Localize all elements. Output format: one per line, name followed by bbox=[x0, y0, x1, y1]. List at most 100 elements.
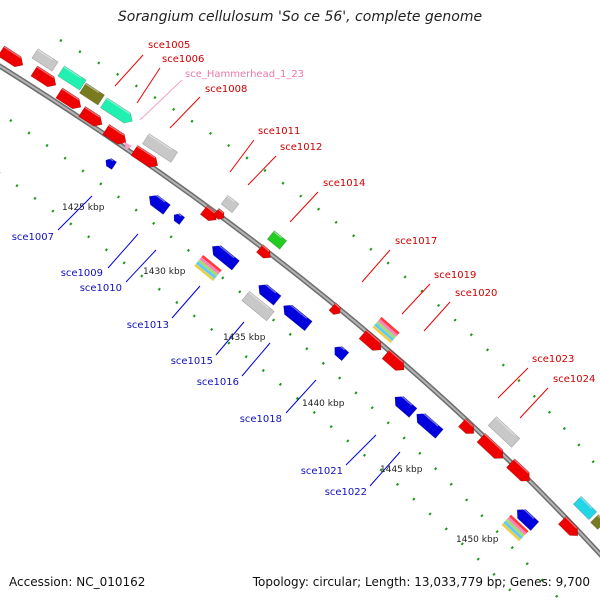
gene-f12 bbox=[457, 418, 475, 434]
gene-u01 bbox=[31, 48, 59, 72]
dotted-track-2 bbox=[9, 118, 561, 600]
gene-r03-shine bbox=[175, 211, 182, 217]
gene-striped-2-band-3 bbox=[376, 321, 396, 339]
gene-r08-shape bbox=[394, 396, 418, 418]
leader-fwd-sce1005 bbox=[114, 54, 144, 87]
gene-f03-shine bbox=[61, 88, 79, 101]
gene-f11-shape bbox=[381, 349, 405, 371]
gene-f11-shine bbox=[388, 349, 404, 363]
gene-r10-shine bbox=[520, 505, 535, 519]
gene-r08 bbox=[394, 392, 418, 418]
gene-f14 bbox=[505, 458, 530, 482]
genome-backbone bbox=[0, 63, 600, 558]
gene-f06-shine bbox=[136, 145, 156, 159]
gene-c02-shape bbox=[100, 97, 133, 124]
gene-r10 bbox=[516, 505, 540, 531]
gene-f14-shape bbox=[505, 458, 530, 482]
leader-fwd-sce1017 bbox=[361, 249, 391, 283]
scale-label-4: 1440 kbp bbox=[302, 399, 345, 409]
label-fwd-sce1023: sce1023 bbox=[532, 354, 574, 365]
gene-u05 bbox=[241, 290, 275, 322]
gene-r05-shape bbox=[258, 284, 282, 306]
gene-f05-shine bbox=[108, 124, 125, 136]
label-fwd-sce1005: sce1005 bbox=[148, 40, 190, 51]
gene-f12-shine bbox=[464, 418, 474, 427]
gene-u01-shine bbox=[37, 49, 53, 60]
gene-striped-3 bbox=[501, 514, 529, 542]
label-fwd-sce1012: sce1012 bbox=[280, 142, 322, 153]
leader-rna bbox=[139, 79, 183, 121]
gene-striped-2-band-2 bbox=[377, 318, 398, 337]
gene-f01 bbox=[0, 45, 24, 68]
gene-u03 bbox=[220, 194, 240, 214]
label-rev-sce1007: sce1007 bbox=[12, 232, 54, 243]
gene-f15-shine bbox=[564, 516, 578, 529]
dotted-track-3 bbox=[0, 172, 521, 600]
gene-r06 bbox=[283, 301, 313, 332]
leader-fwd-sce1024 bbox=[519, 387, 549, 419]
leader-fwd-sce1023 bbox=[497, 367, 529, 399]
gene-r05 bbox=[258, 281, 282, 306]
leader-fwd-sce1008 bbox=[169, 96, 201, 129]
gene-f05 bbox=[102, 124, 127, 145]
gene-striped-3-band-4 bbox=[503, 520, 523, 540]
gene-c02-shine bbox=[106, 98, 131, 115]
gene-f15-shape bbox=[557, 515, 579, 537]
gene-striped-1-band-2 bbox=[199, 257, 220, 275]
gene-f05-shape bbox=[102, 124, 127, 145]
gene-f03 bbox=[55, 87, 82, 110]
gene-f01-shine bbox=[3, 46, 21, 59]
gene-u01-shape bbox=[31, 48, 59, 72]
label-rev-sce1013: sce1013 bbox=[127, 320, 169, 331]
gene-r02-shape bbox=[148, 194, 171, 215]
leader-fwd-sce1012 bbox=[247, 155, 277, 186]
gene-u02 bbox=[142, 133, 178, 163]
gene-f07-shape bbox=[199, 205, 217, 222]
gene-f10 bbox=[358, 329, 382, 351]
label-fwd-sce1024: sce1024 bbox=[553, 374, 595, 385]
gene-u02-shine bbox=[148, 134, 173, 151]
gene-u04 bbox=[487, 416, 521, 448]
gene-c03 bbox=[572, 495, 598, 521]
scale-label-1: 1425 kbp bbox=[62, 203, 105, 213]
label-fwd-sce1019: sce1019 bbox=[434, 270, 476, 281]
gene-o02-shape bbox=[590, 514, 600, 530]
gene-striped-2-band-5 bbox=[372, 325, 393, 344]
gene-u02-shape bbox=[142, 133, 178, 163]
leader-fwd-sce1011 bbox=[229, 139, 255, 173]
gene-r06-shape bbox=[283, 304, 313, 332]
gene-f02-shine bbox=[36, 66, 54, 79]
gene-f09-shine bbox=[334, 303, 341, 309]
label-fwd-sce1011: sce1011 bbox=[258, 126, 300, 137]
rna-hammerhead bbox=[124, 142, 132, 150]
gene-f14-shine bbox=[513, 459, 529, 474]
gene-g01-shape bbox=[266, 230, 288, 250]
label-rev-sce1021: sce1021 bbox=[301, 466, 343, 477]
gene-r05-shine bbox=[261, 281, 277, 294]
map-title: Sorangium cellulosum 'So ce 56', complet… bbox=[117, 9, 483, 25]
gene-r09 bbox=[416, 409, 444, 439]
gene-r07-shine bbox=[337, 343, 345, 351]
gene-f10-shape bbox=[358, 329, 382, 351]
scale-label-2: 1430 kbp bbox=[143, 267, 186, 277]
gene-striped-1-band-3 bbox=[197, 259, 219, 277]
label-fwd-sce1017: sce1017 bbox=[395, 236, 437, 247]
gene-f10-shine bbox=[365, 329, 381, 343]
label-rev-sce1018: sce1018 bbox=[240, 414, 282, 425]
gene-f02-shape bbox=[30, 65, 57, 88]
leader-rev-sce1016 bbox=[241, 342, 271, 377]
leader-fwd-sce1014 bbox=[289, 191, 319, 223]
gene-c01-shape bbox=[57, 65, 87, 91]
gene-striped-1-band-4 bbox=[196, 261, 217, 279]
gene-r03-shape bbox=[173, 213, 186, 226]
gene-f09 bbox=[328, 302, 341, 316]
label-rna: sce_Hammerhead_1_23 bbox=[185, 69, 304, 80]
label-rev-sce1010: sce1010 bbox=[80, 283, 122, 294]
leader-fwd-sce1019 bbox=[401, 283, 431, 315]
label-fwd-sce1020: sce1020 bbox=[455, 288, 497, 299]
scale-label-6: 1450 kbp bbox=[456, 535, 499, 545]
gene-f04 bbox=[78, 106, 103, 127]
gene-f08 bbox=[256, 244, 271, 259]
gene-r02-shine bbox=[151, 191, 166, 203]
gene-r01-shape bbox=[105, 158, 118, 170]
